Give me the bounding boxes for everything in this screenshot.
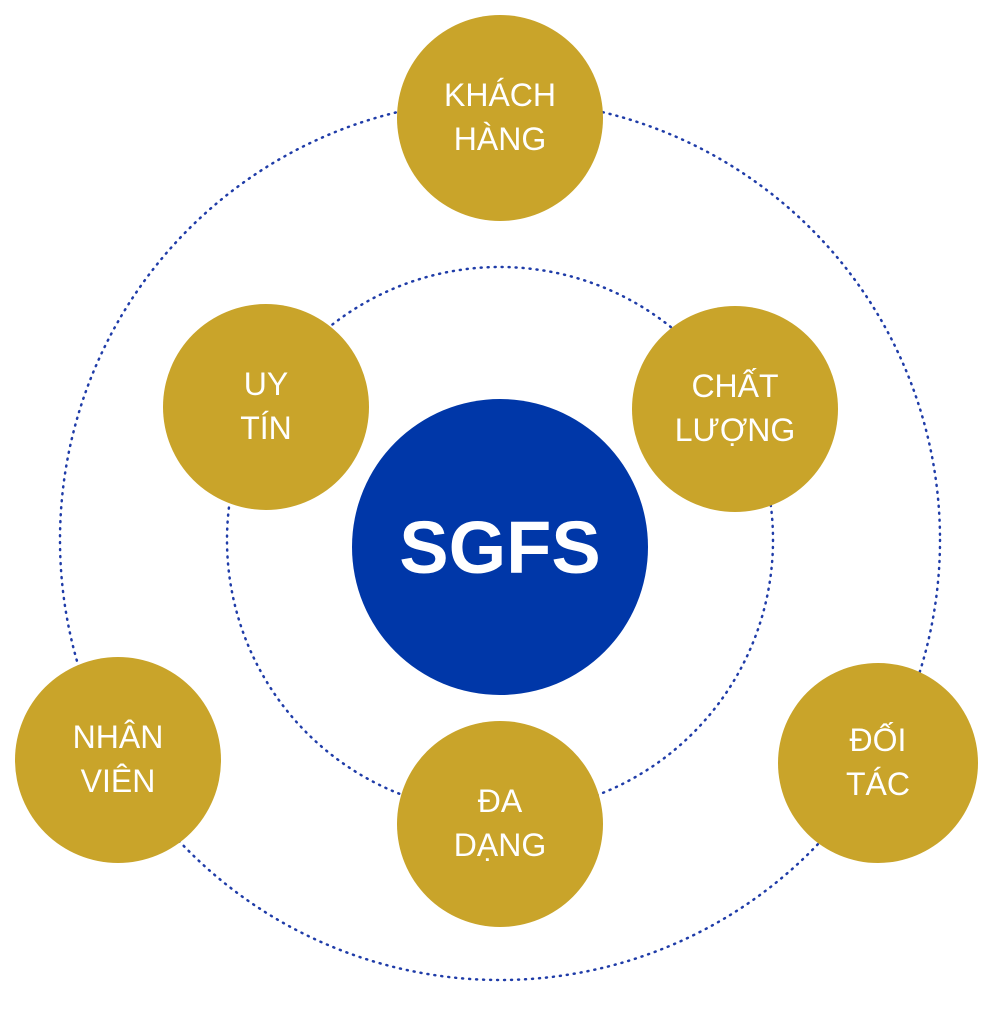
node-circle: [163, 304, 369, 510]
node-label-line1: ĐỐI: [850, 722, 907, 758]
node-da-dang: ĐA DẠNG: [397, 721, 603, 927]
node-circle: [397, 721, 603, 927]
node-label-line1: UY: [244, 366, 288, 402]
node-circle: [778, 663, 978, 863]
node-label-line1: ĐA: [478, 783, 523, 819]
node-label-line1: NHÂN: [73, 719, 164, 755]
node-label-line2: LƯỢNG: [675, 412, 796, 448]
center-label: SGFS: [399, 506, 600, 589]
node-label-line1: CHẤT: [691, 368, 778, 404]
node-circle: [397, 15, 603, 221]
node-label-line2: DẠNG: [454, 827, 546, 863]
node-khach-hang: KHÁCH HÀNG: [397, 15, 603, 221]
node-uy-tin: UY TÍN: [163, 304, 369, 510]
center-node: SGFS: [352, 399, 648, 695]
node-label-line2: TÁC: [846, 766, 910, 802]
node-label-line2: TÍN: [240, 410, 292, 446]
node-label-line1: KHÁCH: [444, 77, 556, 113]
node-circle: [15, 657, 221, 863]
node-label-line2: VIÊN: [81, 763, 156, 799]
node-circle: [632, 306, 838, 512]
node-doi-tac: ĐỐI TÁC: [778, 663, 978, 863]
node-nhan-vien: NHÂN VIÊN: [15, 657, 221, 863]
node-label-line2: HÀNG: [454, 121, 546, 157]
node-chat-luong: CHẤT LƯỢNG: [632, 306, 838, 512]
center-circle: [352, 399, 648, 695]
